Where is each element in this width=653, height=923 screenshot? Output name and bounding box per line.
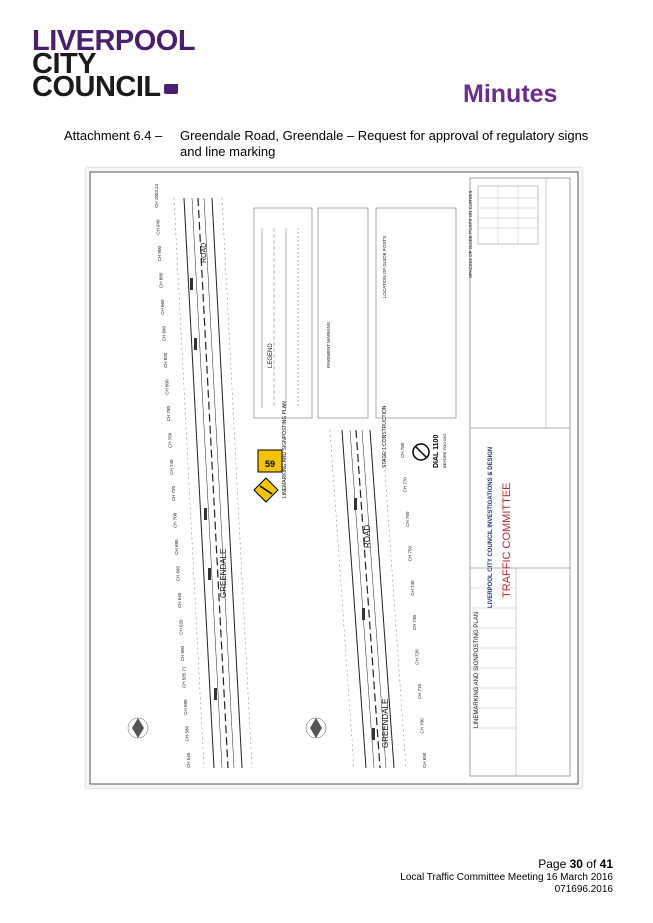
traffic-committee-stamp: TRAFFIC COMMITTEE: [501, 483, 513, 599]
chainage-label: CH 580: [183, 699, 188, 715]
document-ref: 071696.2016: [554, 884, 613, 895]
dial-1100-sub: BEFORE YOU DIG: [442, 434, 447, 468]
chainage-label: CH 700: [172, 512, 177, 528]
chainage-label: CH 760: [405, 511, 410, 527]
chainage-label: CH 840: [162, 326, 167, 342]
logo-line-2: CITY: [32, 48, 97, 80]
plan-road-label-mid: GREENDALE: [219, 549, 228, 598]
plan-title-block: LINEMARKING AND SIGNPOSTING PLAN: [474, 612, 480, 728]
dial-1100-text: DIAL 1100: [433, 435, 440, 468]
chainage-label: CH 770: [402, 477, 407, 493]
chainage-label: CH 700: [420, 718, 425, 734]
chainage-labels-left: CH 1003.14 CH 940 CH 900 CH 880 CH 860 CH 840…: [154, 183, 191, 768]
chainage-label: CH 710: [417, 683, 422, 699]
chainage-label: CH 740: [410, 580, 415, 596]
plan-road-label-top: ROAD: [201, 243, 208, 263]
chainage-label: CH 800: [165, 379, 170, 395]
chainage-label: CH 940: [156, 219, 161, 235]
guide-spacing-title: SPACING OF GUIDE POSTS ON CURVES: [468, 191, 473, 278]
chainage-label: CH 640: [177, 592, 182, 608]
chainage-label: CH 780: [166, 406, 171, 422]
council-block-title: LIVERPOOL CITY COUNCIL INVESTIGATIONS & …: [488, 447, 494, 608]
minutes-title: Minutes: [463, 80, 558, 108]
legend-title: LEGEND: [268, 343, 274, 368]
chainage-label: CH 620: [178, 619, 183, 635]
logo-line-1: LIVERPOOL: [32, 25, 196, 57]
page-of: of: [582, 857, 600, 871]
page-total: 41: [599, 857, 613, 871]
council-logo: LIVERPOOL CITY COUNCIL: [32, 25, 196, 102]
plan-title-main: LINEMARKING AND SIGNPOSTING PLAN: [282, 401, 288, 498]
guide-posts-title: LOCATION OF GUIDE POSTS: [382, 236, 387, 298]
chainage-label: CH 585.71: [181, 666, 186, 688]
page-number: 30: [569, 857, 583, 871]
page-footer: Page 30 of 41 Local Traffic Committee Me…: [400, 857, 613, 896]
chainage-label: CH 660: [175, 566, 180, 582]
pavement-marking-title: PAVEMENT MARKING: [326, 321, 331, 368]
chainage-label: CH 1003.14: [154, 183, 159, 208]
chainage-label: CH 740: [169, 459, 174, 475]
chainage-label: CH 730: [412, 614, 417, 630]
chainage-label: CH 820: [163, 352, 168, 368]
plan-road-label-right-2: GREENDALE: [381, 699, 390, 748]
speed-sign-value: 59: [265, 459, 275, 469]
chainage-label: CH 720: [415, 649, 420, 665]
meeting-line: Local Traffic Committee Meeting 16 March…: [400, 872, 613, 883]
logo-mark-icon: [163, 84, 178, 94]
chainage-label: CH 860: [160, 299, 165, 315]
chainage-label: CH 560: [185, 726, 190, 742]
chainage-label: CH 750: [407, 546, 412, 562]
stage-label: STAGE 1 CONSTRUCTION: [382, 405, 388, 468]
chainage-label: CH 690: [422, 752, 427, 768]
logo-line-3: COUNCIL: [32, 73, 195, 102]
chainage-label: CH 540: [186, 752, 191, 768]
logo-line-3-text: COUNCIL: [32, 71, 161, 103]
chainage-labels-right: CH 780 CH 770 CH 760 CH 750 CH 740 CH 730 CH 7…: [400, 442, 427, 768]
chainage-label: CH 600: [180, 646, 185, 662]
page-number-line: Page 30 of 41: [400, 857, 613, 872]
chainage-label: CH 720: [171, 486, 176, 502]
plan-road-label-right: ROAD: [363, 525, 372, 548]
chainage-label: CH 780: [400, 442, 405, 458]
page-prefix: Page: [538, 857, 570, 871]
chainage-label: CH 900: [157, 246, 162, 262]
linemarking-plan-drawing: ROAD GREENDALE ROAD GREENDALE LINEMARKIN…: [86, 168, 582, 788]
chainage-label: CH 760: [168, 432, 173, 448]
plan-svg: ROAD GREENDALE ROAD GREENDALE LINEMARKIN…: [89, 171, 579, 785]
attachment-title: Greendale Road, Greendale – Request for …: [180, 128, 589, 159]
attachment-label: Attachment 6.4 –: [64, 128, 163, 143]
chainage-label: CH 880: [159, 272, 164, 288]
chainage-label: CH 680: [174, 539, 179, 555]
